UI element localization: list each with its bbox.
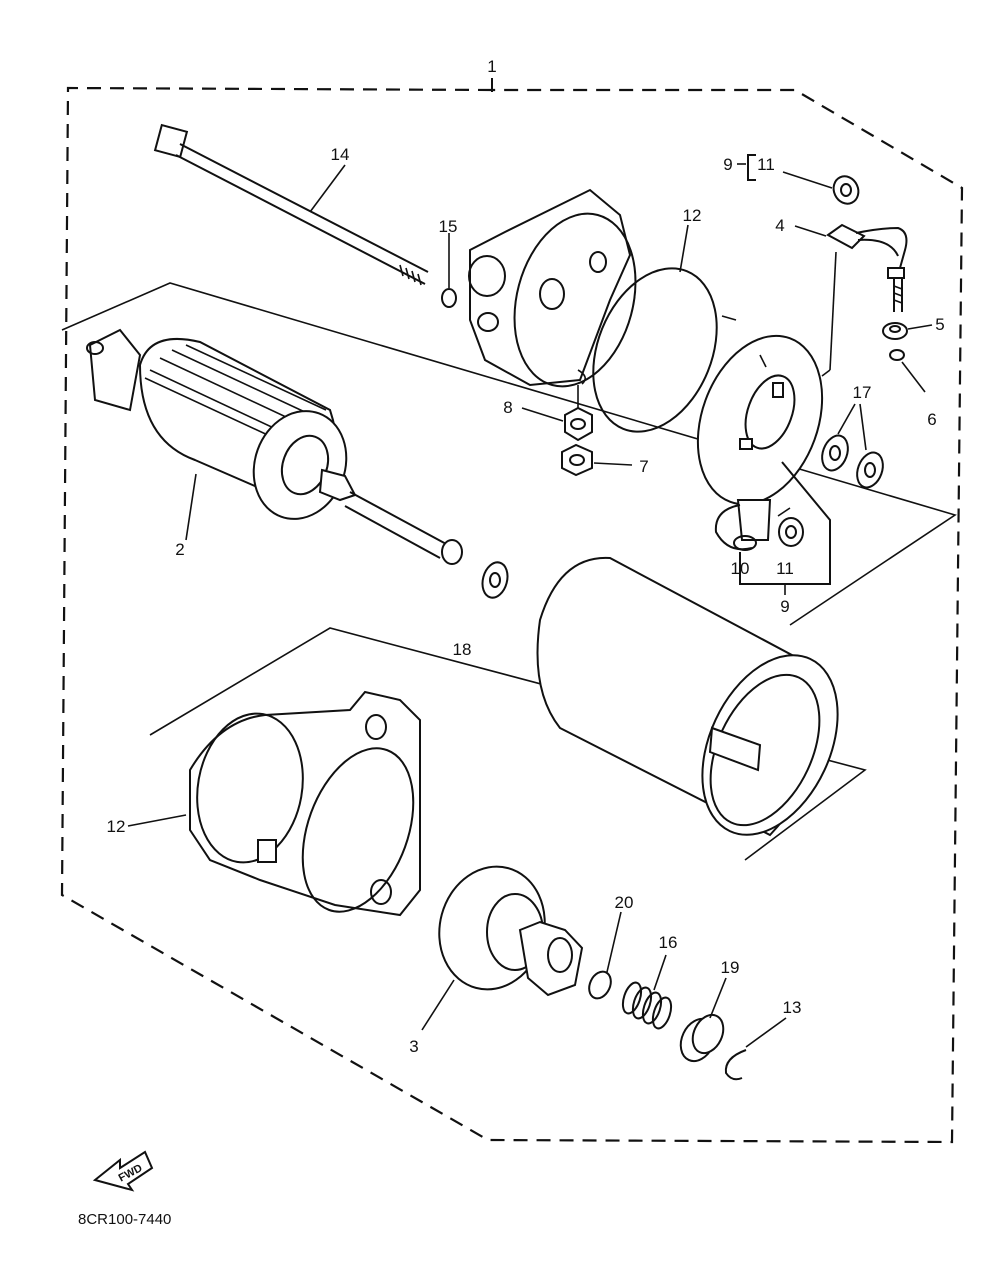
ring-20 — [588, 970, 612, 1000]
label-nut-7: 7 — [639, 457, 648, 476]
clutch-3 — [421, 865, 584, 1031]
label-armature: 2 — [175, 540, 184, 559]
label-oring-15: 15 — [439, 217, 458, 236]
spring-16 — [621, 954, 673, 1030]
label-oring-top: 12 — [683, 206, 702, 225]
oring-15 — [441, 288, 457, 308]
label-brush-set-bottom: 9 — [780, 597, 789, 616]
oring-12-top — [592, 267, 718, 433]
armature-2 — [86, 328, 463, 565]
label-ring-20: 20 — [615, 893, 634, 912]
washer-8 — [564, 406, 593, 442]
brush-plate — [696, 334, 824, 506]
label-brush-set-top: 9 — [723, 155, 732, 174]
front-cover — [127, 690, 421, 917]
parts-plane-upper — [61, 282, 957, 626]
label-bolt-14: 14 — [331, 145, 350, 164]
spring-11-bottom — [777, 507, 804, 547]
collar-19 — [679, 977, 727, 1063]
label-spring-bottom: 11 — [776, 559, 794, 578]
label-oring-6: 6 — [927, 410, 936, 429]
diagram-code: 8CR100-7440 — [78, 1211, 171, 1228]
washer-18 — [481, 561, 509, 599]
assembly-boundary — [60, 78, 964, 1144]
label-assembly: 1 — [487, 57, 496, 76]
circlip-13 — [724, 1049, 747, 1081]
label-washer-18: 18 — [453, 640, 472, 659]
rear-cover — [468, 188, 637, 388]
yoke-housing — [536, 556, 839, 837]
oring-6 — [889, 349, 905, 361]
label-washer-5: 5 — [935, 315, 944, 334]
label-brush-lead: 4 — [775, 216, 784, 235]
label-circlip-13: 13 — [783, 998, 802, 1017]
brush-10 — [714, 499, 772, 551]
bracket-9-bottom — [739, 461, 831, 585]
label-spring-top: 11 — [757, 155, 775, 174]
through-bolt-14 — [153, 123, 429, 286]
label-collar-19: 19 — [721, 958, 740, 977]
label-clutch: 3 — [409, 1037, 418, 1056]
label-spring-16: 16 — [659, 933, 678, 952]
bracket-9-top — [747, 154, 756, 181]
label-washer-8: 8 — [503, 398, 512, 417]
washers-17 — [821, 403, 884, 489]
label-brush-10: 10 — [731, 559, 750, 578]
washer-5 — [882, 322, 908, 340]
label-washers-17: 17 — [853, 383, 872, 402]
label-oring-left: 12 — [107, 817, 126, 836]
spring-11-top — [832, 175, 860, 205]
nut-7 — [561, 443, 593, 477]
brush-lead-4 — [821, 223, 908, 377]
fwd-arrow-icon — [92, 1150, 154, 1192]
